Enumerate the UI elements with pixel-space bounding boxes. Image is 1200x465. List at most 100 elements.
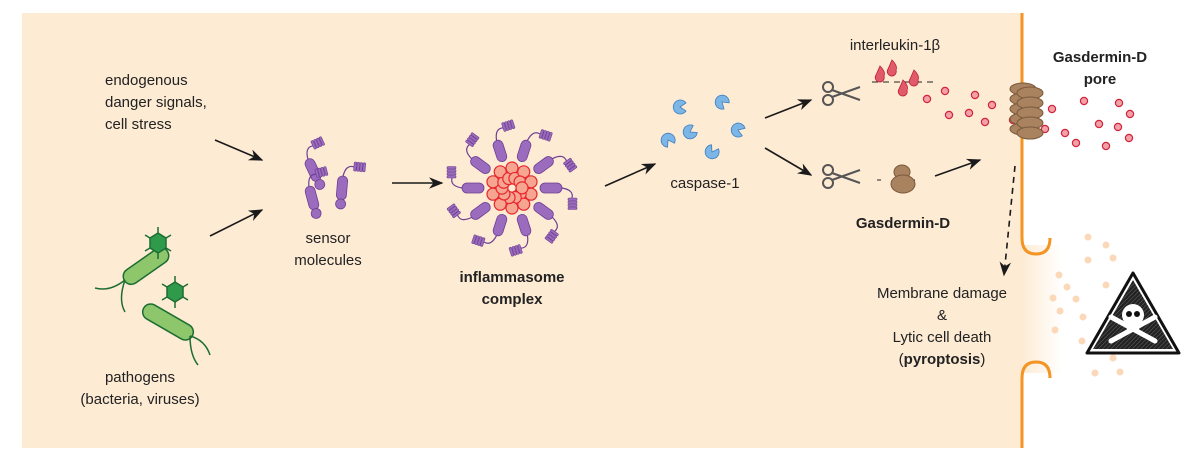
caspase-1 — [672, 99, 687, 115]
core-subunit — [493, 165, 507, 179]
debris-particle — [1084, 256, 1092, 264]
interleukin-label: interleukin-1β — [850, 37, 941, 54]
label-line: molecules — [294, 252, 362, 269]
il1b-precursor — [886, 59, 897, 77]
arrow — [764, 147, 813, 176]
label-line: cell stress — [105, 116, 172, 133]
caspase-1 — [660, 132, 676, 148]
pathogens-label: pathogens (bacteria, viruses) — [80, 369, 199, 408]
il1b-mature — [1047, 104, 1057, 114]
dashed-arrow — [999, 165, 1016, 277]
danger-signals-label: endogenous danger signals, cell stress — [105, 72, 207, 133]
sensor-molecule — [465, 132, 491, 175]
label-line: pore — [1084, 71, 1117, 88]
cell-debris — [1049, 233, 1124, 377]
il1b-mature — [944, 110, 954, 120]
bacterium-icon — [141, 303, 211, 366]
arrow — [209, 209, 264, 237]
arrows — [209, 99, 1016, 277]
debris-particle — [1109, 254, 1117, 262]
il1b-mature — [1079, 96, 1089, 106]
debris-particle — [1079, 313, 1087, 321]
sensor-molecule — [446, 201, 491, 221]
pore-label: Gasdermin-D pore — [1053, 49, 1147, 88]
sensor-molecule — [539, 182, 578, 210]
inflammasome-label: inflammasome complex — [459, 269, 564, 308]
il1b-mature — [1071, 138, 1081, 148]
label-line: (pyroptosis) — [899, 351, 986, 368]
il1b-mature — [1060, 128, 1070, 138]
debris-particle — [1078, 337, 1086, 345]
sensor-molecule — [304, 166, 329, 219]
cytoplasm-leak — [1022, 245, 1062, 373]
scissors-icon — [822, 81, 861, 106]
il1b-mature — [1113, 122, 1123, 132]
caspase-1-molecules — [660, 94, 746, 160]
caspase-label: caspase-1 — [670, 175, 739, 192]
il1b-mature — [1114, 98, 1124, 108]
outcome-label: Membrane damage & Lytic cell death (pyro… — [877, 285, 1007, 368]
arrow — [604, 163, 657, 187]
sensor-label: sensor molecules — [294, 230, 362, 269]
il1b-precursor — [908, 69, 919, 87]
caspase-1 — [704, 144, 720, 160]
il1b-mature — [1125, 109, 1135, 119]
interleukin-1b — [874, 59, 1135, 151]
pathogens — [94, 227, 211, 366]
label-line: & — [937, 307, 947, 324]
arrow — [214, 139, 264, 161]
caspase-1 — [730, 122, 746, 138]
il1b-precursor — [897, 79, 908, 97]
arrow — [764, 99, 813, 119]
sensor-molecule — [446, 166, 485, 194]
il1b-precursor — [874, 65, 885, 83]
core-subunit — [517, 197, 531, 211]
il1b-mature — [1124, 133, 1134, 143]
sensor-molecule — [533, 201, 559, 244]
label-line: Membrane damage — [877, 285, 1007, 302]
core-subunit — [524, 175, 538, 189]
debris-particle — [1116, 368, 1124, 376]
virus-icon — [161, 276, 189, 308]
label-line: inflammasome — [459, 269, 564, 286]
debris-particle — [1063, 283, 1071, 291]
label-line: danger signals, — [105, 94, 207, 111]
arrow — [934, 158, 982, 177]
label-line: Gasdermin-D — [1053, 49, 1147, 66]
il1b-mature — [1040, 124, 1050, 134]
il1b-mature — [980, 117, 990, 127]
inflammasome-complex — [446, 119, 578, 257]
il1b-mature — [1094, 119, 1104, 129]
il1b-mature — [964, 108, 974, 118]
label-line: sensor — [305, 230, 350, 247]
cell-membrane — [1020, 13, 1052, 448]
sensor-molecules — [304, 136, 366, 219]
debris-particle — [1055, 271, 1063, 279]
gasdermin-label: Gasdermin-D — [856, 215, 950, 232]
label-line: pathogens — [105, 369, 175, 386]
sensor-molecule — [533, 155, 578, 175]
il1b-mature — [940, 86, 950, 96]
debris-particle — [1056, 307, 1064, 315]
label-line: Lytic cell death — [893, 329, 992, 346]
sensor-molecule — [492, 119, 516, 163]
debris-particle — [1049, 294, 1057, 302]
label-line: complex — [482, 291, 544, 308]
debris-particle — [1109, 354, 1117, 362]
debris-particle — [1051, 326, 1059, 334]
virus-icon — [144, 227, 172, 259]
core-subunit — [515, 181, 529, 195]
label-line: (bacteria, viruses) — [80, 391, 199, 408]
sensor-molecule — [471, 213, 508, 247]
il1b-mature — [987, 100, 997, 110]
gasdermin-d-pore — [1009, 82, 1044, 140]
sensor-molecule — [516, 129, 553, 163]
caspase-1 — [714, 94, 730, 110]
skull-crossbones-warning-icon — [1085, 271, 1181, 355]
debris-particle — [1084, 233, 1092, 241]
caspase-1 — [682, 124, 698, 140]
debris-particle — [1102, 241, 1110, 249]
debris-particle — [1102, 281, 1110, 289]
debris-particle — [1091, 369, 1099, 377]
